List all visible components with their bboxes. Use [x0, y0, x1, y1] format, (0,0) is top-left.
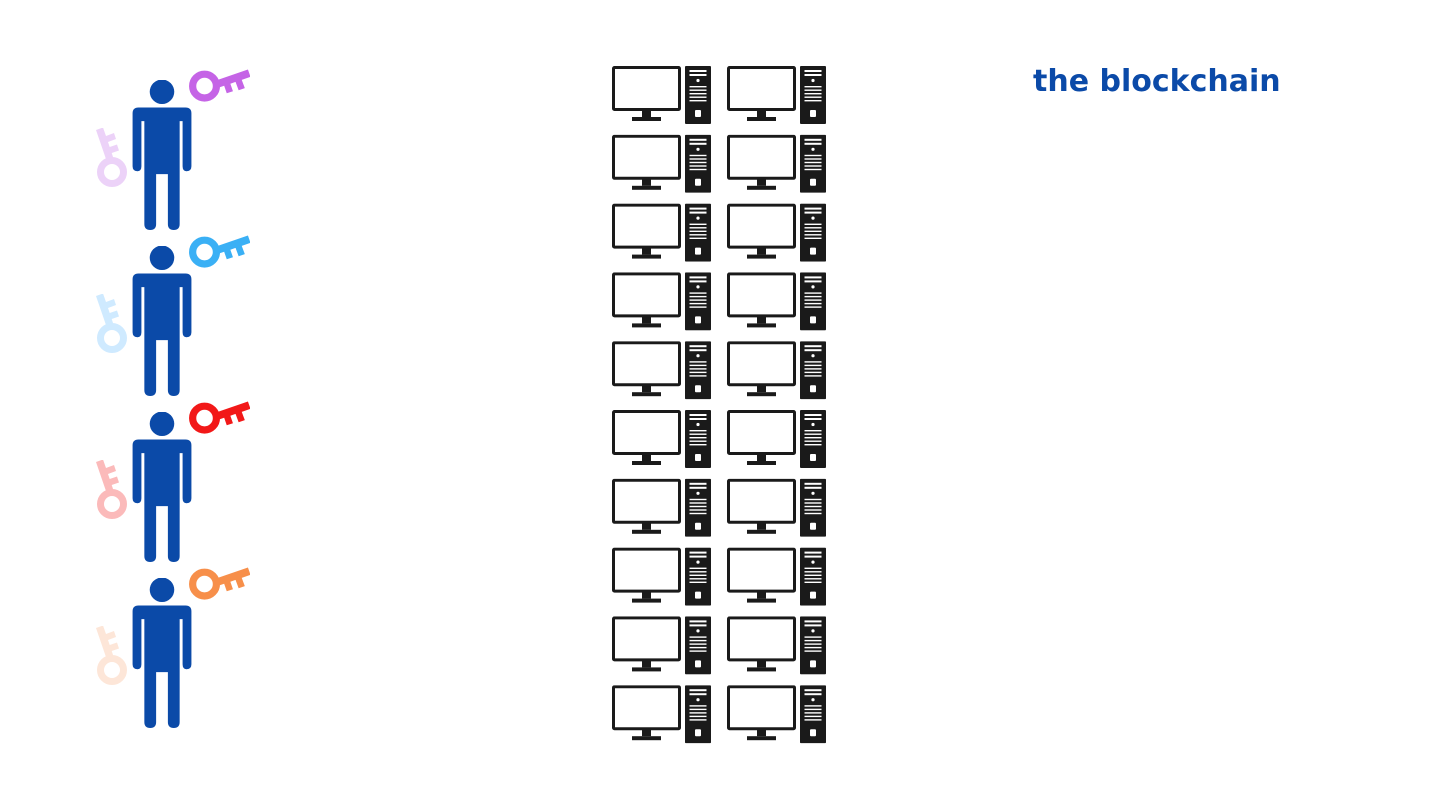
person-icon — [132, 412, 192, 563]
user-1 — [96, 70, 251, 231]
users-group — [96, 70, 251, 729]
desktop-computer-icon — [727, 203, 827, 262]
desktop-computer-icon — [727, 410, 827, 468]
desktop-computer-icon — [612, 685, 712, 744]
public-key-icon — [193, 236, 251, 264]
desktop-computer-icon — [727, 478, 827, 537]
desktop-computer-icon — [727, 616, 827, 675]
desktop-computer-icon — [612, 547, 712, 606]
desktop-computer-icon — [727, 134, 827, 193]
person-icon — [132, 246, 192, 397]
person-icon — [132, 80, 192, 231]
diagram-title: the blockchain — [1033, 64, 1281, 99]
public-key-icon — [193, 568, 251, 596]
user-4 — [96, 568, 251, 729]
desktop-computer-icon — [612, 66, 712, 124]
desktop-computer-icon — [612, 341, 712, 400]
desktop-computer-icon — [612, 478, 712, 537]
desktop-computer-icon — [612, 410, 712, 468]
private-key-icon — [96, 460, 124, 516]
desktop-computer-icon — [612, 272, 712, 331]
desktop-computer-icon — [727, 341, 827, 400]
desktop-computer-icon — [727, 272, 827, 331]
desktop-computer-icon — [612, 134, 712, 193]
public-key-icon — [193, 402, 251, 430]
desktop-computer-icon — [612, 616, 712, 675]
user-3 — [96, 402, 251, 563]
private-key-icon — [96, 294, 124, 350]
private-key-icon — [96, 128, 124, 184]
private-key-icon — [96, 626, 124, 682]
desktop-computer-icon — [727, 685, 827, 744]
desktop-computer-icon — [612, 203, 712, 262]
user-2 — [96, 236, 251, 397]
public-key-icon — [193, 70, 251, 98]
desktop-computer-icon — [727, 66, 827, 124]
computer-network — [612, 66, 827, 744]
person-icon — [132, 578, 192, 729]
desktop-computer-icon — [727, 547, 827, 606]
